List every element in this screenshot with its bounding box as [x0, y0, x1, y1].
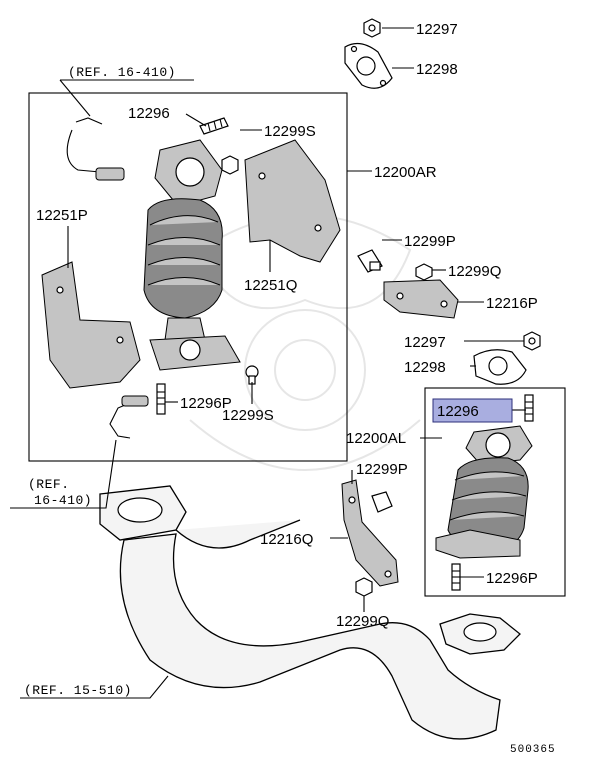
label-12251P[interactable]: 12251P	[36, 207, 88, 224]
label-12299Q-bottom[interactable]: 12299Q	[336, 613, 389, 630]
oxygen-sensor-lower[interactable]	[109, 395, 149, 439]
bolt-12299P-right[interactable]	[357, 249, 383, 273]
label-12299S-top[interactable]: 12299S	[264, 123, 316, 140]
bolt-12299P-mid[interactable]	[371, 491, 393, 513]
watermark-emblem	[189, 214, 421, 471]
label-12296P-right[interactable]: 12296P	[486, 570, 538, 587]
nut-12297-mid[interactable]	[523, 331, 541, 351]
label-12296P-left[interactable]: 12296P	[180, 395, 232, 412]
label-12251Q[interactable]: 12251Q	[244, 277, 297, 294]
label-12200AL[interactable]: 12200AL	[346, 430, 406, 447]
label-12296-highlighted[interactable]: 12296	[437, 403, 479, 420]
ref-15-510-bottom[interactable]: (REF. 15-510)	[24, 683, 132, 698]
bolt-12299Q-right[interactable]	[415, 263, 433, 281]
nut-12297-top[interactable]	[363, 18, 381, 38]
label-12299P-right[interactable]: 12299P	[404, 233, 456, 250]
label-12299S-bottom[interactable]: 12299S	[222, 407, 274, 424]
label-12298-mid[interactable]: 12298	[404, 359, 446, 376]
bracket-12216Q[interactable]	[341, 479, 399, 587]
stud-12296P-right[interactable]	[451, 563, 461, 591]
bolt-12299Q-bottom[interactable]	[355, 577, 373, 597]
heat-shield-12251Q[interactable]	[244, 139, 341, 263]
bolt-12299S-bottom[interactable]	[245, 365, 259, 385]
catalytic-converter-12200AL[interactable]	[435, 425, 533, 559]
label-12297-top[interactable]: 12297	[416, 21, 458, 38]
label-12296-top[interactable]: 12296	[128, 105, 170, 122]
ref-16-410-top[interactable]: (REF. 16-410)	[68, 65, 176, 80]
left-assembly-frame	[424, 387, 566, 597]
label-12216Q[interactable]: 12216Q	[260, 531, 313, 548]
label-12200AR[interactable]: 12200AR	[374, 164, 437, 181]
heat-shield-12251P[interactable]	[41, 261, 141, 389]
diagram-code: 500365	[510, 744, 556, 756]
stud-12296P-left[interactable]	[156, 383, 166, 415]
front-exhaust-pipe[interactable]	[99, 485, 521, 740]
label-12299P-mid[interactable]: 12299P	[356, 461, 408, 478]
stud-12296-top[interactable]	[199, 117, 229, 135]
label-12216P[interactable]: 12216P	[486, 295, 538, 312]
catalytic-converter-12200AR[interactable]	[143, 139, 241, 371]
highlight-box-12296	[432, 398, 513, 423]
stud-12296-highlighted[interactable]	[524, 394, 534, 422]
nut-12299S-top[interactable]	[221, 155, 239, 175]
gasket-12298-mid[interactable]	[473, 349, 527, 385]
label-12299Q-right[interactable]: 12299Q	[448, 263, 501, 280]
leader-lines	[10, 27, 526, 699]
label-12297-mid[interactable]: 12297	[404, 334, 446, 351]
bracket-12216P[interactable]	[383, 279, 459, 319]
right-assembly-frame	[28, 92, 348, 462]
ref-16-410-mid-line2[interactable]: 16-410)	[34, 493, 92, 508]
oxygen-sensor-upper[interactable]	[66, 117, 125, 181]
label-12298-top[interactable]: 12298	[416, 61, 458, 78]
ref-16-410-mid-line1[interactable]: (REF.	[28, 477, 70, 492]
gasket-12298-top[interactable]	[344, 42, 393, 89]
